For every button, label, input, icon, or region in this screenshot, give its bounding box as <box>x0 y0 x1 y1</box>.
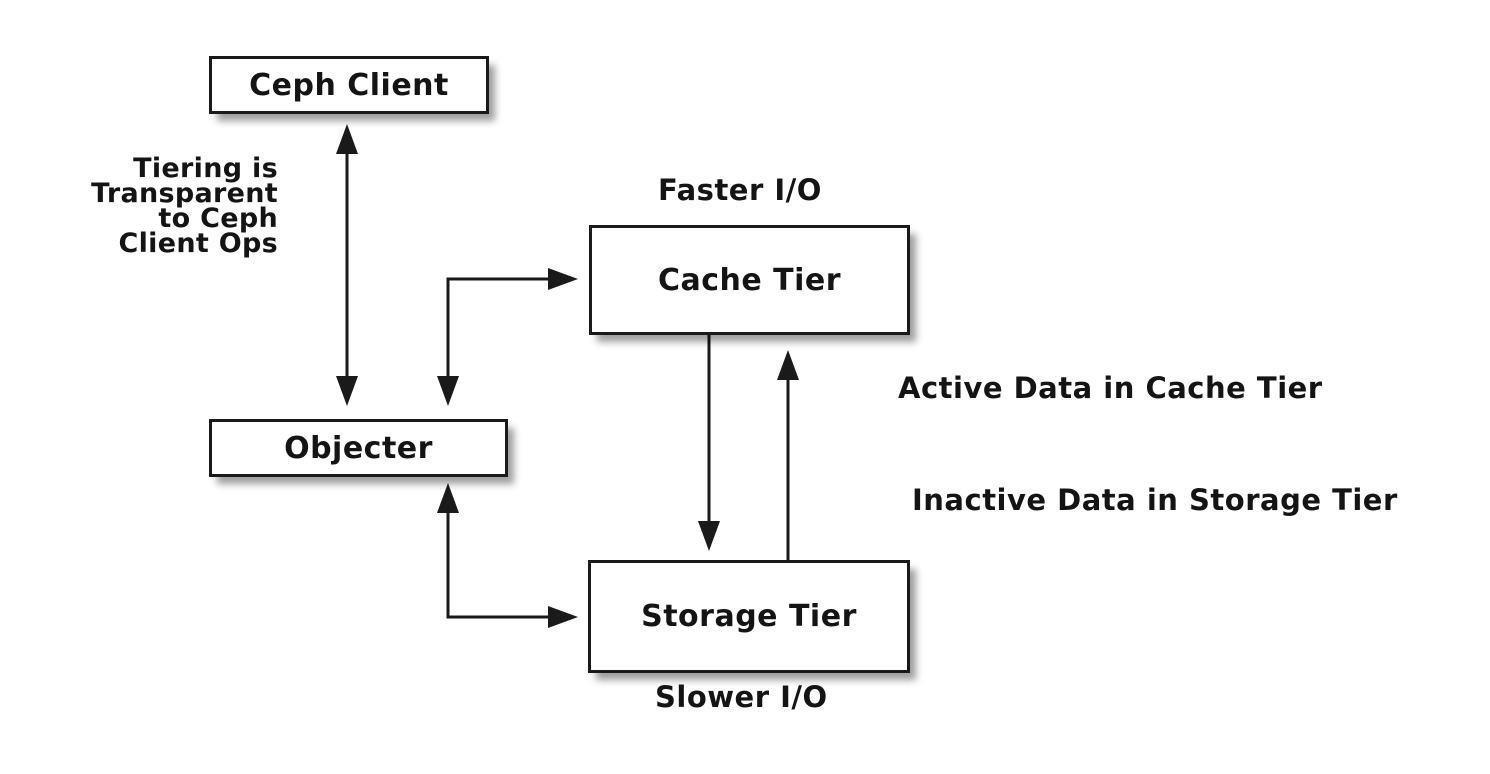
tiering-note-line: Tiering is <box>133 153 278 184</box>
node-objecter: Objecter <box>209 419 508 477</box>
storage-to-cache-arrow <box>777 350 799 560</box>
tiering-note-line: Client Ops <box>118 228 278 259</box>
tiering-note-line: Transparent <box>91 178 278 209</box>
active-data-label: Active Data in Cache Tier <box>898 371 1323 405</box>
tiering-note-line: to Ceph <box>158 203 278 234</box>
node-ceph-client-label: Ceph Client <box>249 67 449 103</box>
faster-io-label: Faster I/O <box>658 173 822 207</box>
tiering-transparency-note: Tiering is Transparent to Ceph Client Op… <box>58 153 278 259</box>
inactive-data-label: Inactive Data in Storage Tier <box>912 483 1398 517</box>
node-cache-tier: Cache Tier <box>589 225 910 335</box>
slower-io-label: Slower I/O <box>655 680 828 714</box>
node-storage-tier: Storage Tier <box>588 560 910 673</box>
ceph-client-objecter-arrow <box>336 124 358 406</box>
node-objecter-label: Objecter <box>284 430 433 466</box>
node-storage-tier-label: Storage Tier <box>641 599 857 634</box>
objecter-storage-tier-arrow <box>437 483 578 628</box>
cache-to-storage-arrow <box>698 335 720 551</box>
objecter-cache-tier-arrow <box>437 268 578 406</box>
node-cache-tier-label: Cache Tier <box>657 262 842 298</box>
node-ceph-client: Ceph Client <box>209 56 489 114</box>
